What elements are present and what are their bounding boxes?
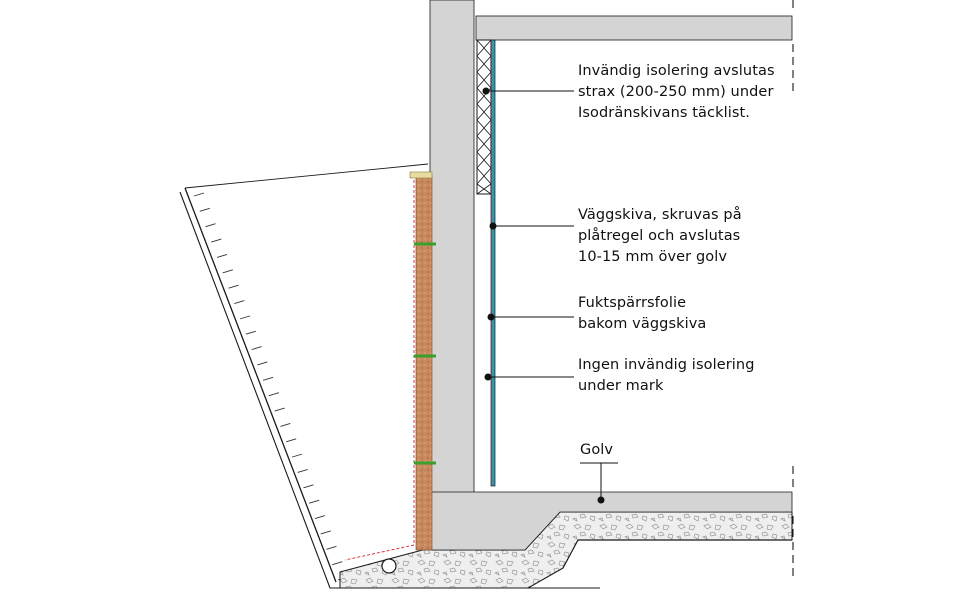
exterior-drainage-board <box>344 171 436 561</box>
leader-wall-board <box>489 222 574 230</box>
label-wall-board: Väggskiva, skruvas på plåtregel och avsl… <box>578 207 742 265</box>
label-interior-insulation: Invändig isolering avslutas strax (200-2… <box>578 63 775 121</box>
soil-hatch-mark <box>234 300 245 304</box>
insulation-cross-hatch <box>476 71 492 89</box>
soil-hatch-mark <box>309 499 320 504</box>
soil-hatch-mark <box>193 192 205 197</box>
soil-hatch-mark <box>228 284 239 289</box>
soil-hatch-mark <box>245 330 256 335</box>
soil-hatch-mark <box>199 207 210 212</box>
interior-insulation <box>476 39 492 195</box>
insulation-cross-hatch <box>476 39 492 57</box>
board-fastener <box>414 242 436 246</box>
soil-hatch-mark <box>216 254 228 258</box>
soil-hatch-mark <box>262 376 274 381</box>
leader-interior-insulation <box>482 87 574 95</box>
board-fastener <box>414 461 436 465</box>
soil-hatch-mark <box>222 269 233 274</box>
label-no-insulation: Ingen invändig isolering under mark <box>578 357 755 394</box>
soil-hatch-mark <box>205 223 216 228</box>
soil-hatch-mark <box>332 561 343 566</box>
soil-hatch-mark <box>251 346 262 351</box>
interior-wall-board <box>490 39 496 487</box>
insulation-cross-hatch <box>476 151 492 169</box>
insulation-cross-hatch <box>476 55 492 73</box>
insulation-cross-hatch <box>476 167 492 185</box>
board-fastener <box>414 354 436 358</box>
soil-hatch-mark <box>314 515 326 519</box>
insulation-cross-hatch <box>476 135 492 153</box>
soil-hatch-mark <box>257 361 268 366</box>
soil-hatch-mark <box>297 469 308 473</box>
soil-hatch-mark <box>211 238 222 243</box>
insulation-cross-hatch <box>476 183 492 195</box>
insulation-cross-hatch <box>476 119 492 137</box>
label-floor: Golv <box>580 442 614 458</box>
insulation-cross-hatch <box>476 103 492 121</box>
soil-hatch-mark <box>268 392 280 397</box>
soil-hatch-mark <box>291 453 303 458</box>
soil-hatch-mark <box>326 545 337 550</box>
label-vapor-barrier: Fuktspärrsfolie bakom väggskiva <box>578 295 707 332</box>
leader-no-insulation <box>484 373 574 381</box>
leader-floor <box>580 462 618 504</box>
soil-hatch-mark <box>286 438 297 443</box>
leader-vapor-barrier <box>487 313 574 321</box>
soil-hatch-mark <box>239 315 251 320</box>
drain-pipe <box>381 558 397 574</box>
soil-hatch-mark <box>274 407 285 412</box>
soil-hatch-mark <box>303 484 314 489</box>
soil-hatch-mark <box>280 422 291 427</box>
soil-hatch-mark <box>320 530 331 535</box>
